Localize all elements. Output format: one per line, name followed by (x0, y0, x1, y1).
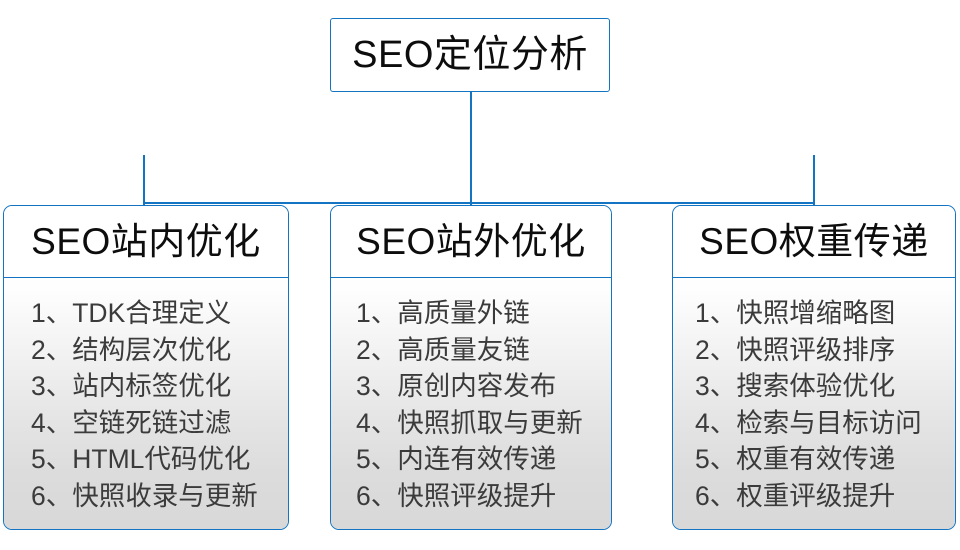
list-item-index: 4、 (695, 407, 737, 438)
list-item: 5、 权重有效传递 (673, 441, 955, 478)
list-item-label: 空链死链过滤 (72, 407, 232, 438)
item-list-seo-onsite: 1、 TDK合理定义 2、 结构层次优化 3、 站内标签优化 4、 空链死链过滤… (4, 295, 288, 514)
list-item-index: 5、 (356, 444, 398, 474)
list-item-label: TDK合理定义 (72, 298, 232, 328)
list-item: 1、 高质量外链 (331, 295, 611, 332)
list-item-index: 6、 (695, 480, 737, 511)
list-item-index: 3、 (356, 371, 398, 401)
list-item-label: 快照评级排序 (736, 334, 896, 365)
branch-title-seo-offsite: SEO站外优化 (356, 221, 586, 262)
list-item-index: 2、 (31, 334, 73, 365)
list-item: 4、 快照抓取与更新 (331, 405, 611, 442)
branch-body-seo-weight: 1、 快照增缩略图 2、 快照评级排序 3、 搜索体验优化 4、 检索与目标访问… (673, 278, 955, 529)
branch-body-seo-offsite: 1、 高质量外链 2、 高质量友链 3、 原创内容发布 4、 快照抓取与更新 5… (331, 278, 611, 529)
list-item: 4、 空链死链过滤 (4, 405, 288, 442)
list-item: 6、 快照评级提升 (331, 478, 611, 515)
list-item-index: 2、 (356, 334, 398, 365)
list-item-index: 4、 (31, 407, 73, 438)
list-item-index: 6、 (31, 480, 73, 511)
list-item: 2、 高质量友链 (331, 332, 611, 369)
list-item-index: 6、 (356, 480, 398, 511)
root-node[interactable]: SEO定位分析 (330, 18, 610, 92)
list-item-index: 5、 (31, 444, 73, 474)
list-item-index: 1、 (31, 298, 73, 328)
item-list-seo-weight: 1、 快照增缩略图 2、 快照评级排序 3、 搜索体验优化 4、 检索与目标访问… (673, 295, 955, 514)
branch-header-seo-onsite: SEO站内优化 (4, 206, 288, 278)
list-item-label: 结构层次优化 (72, 334, 232, 365)
list-item-label: 权重有效传递 (736, 444, 896, 474)
list-item: 5、 HTML代码优化 (4, 441, 288, 478)
branch-title-seo-weight: SEO权重传递 (699, 221, 929, 262)
list-item: 2、 快照评级排序 (673, 332, 955, 369)
branch-node-seo-onsite[interactable]: SEO站内优化 1、 TDK合理定义 2、 结构层次优化 3、 站内标签优化 4… (3, 205, 289, 530)
list-item-label: 快照增缩略图 (736, 298, 896, 328)
list-item-label: 权重评级提升 (736, 480, 896, 511)
branch-title-seo-onsite: SEO站内优化 (31, 221, 261, 262)
list-item-label: 内连有效传递 (397, 444, 557, 474)
item-list-seo-offsite: 1、 高质量外链 2、 高质量友链 3、 原创内容发布 4、 快照抓取与更新 5… (331, 295, 611, 514)
branch-header-seo-weight: SEO权重传递 (673, 206, 955, 278)
list-item: 3、 原创内容发布 (331, 368, 611, 405)
list-item-index: 3、 (31, 371, 73, 401)
branch-node-seo-weight[interactable]: SEO权重传递 1、 快照增缩略图 2、 快照评级排序 3、 搜索体验优化 4、 (672, 205, 956, 530)
list-item: 4、 检索与目标访问 (673, 405, 955, 442)
list-item-index: 2、 (695, 334, 737, 365)
list-item-label: 快照收录与更新 (72, 480, 258, 511)
list-item-index: 1、 (695, 298, 737, 328)
list-item: 2、 结构层次优化 (4, 332, 288, 369)
root-node-title: SEO定位分析 (352, 34, 588, 76)
branch-body-seo-onsite: 1、 TDK合理定义 2、 结构层次优化 3、 站内标签优化 4、 空链死链过滤… (4, 278, 288, 529)
branch-node-seo-offsite[interactable]: SEO站外优化 1、 高质量外链 2、 高质量友链 3、 原创内容发布 4、 快 (330, 205, 612, 530)
list-item: 3、 搜索体验优化 (673, 368, 955, 405)
list-item-label: 原创内容发布 (397, 371, 557, 401)
list-item-index: 4、 (356, 407, 398, 438)
list-item-index: 3、 (695, 371, 737, 401)
list-item-index: 5、 (695, 444, 737, 474)
list-item-label: 站内标签优化 (72, 371, 232, 401)
list-item: 6、 权重评级提升 (673, 478, 955, 515)
branch-header-seo-offsite: SEO站外优化 (331, 206, 611, 278)
list-item: 6、 快照收录与更新 (4, 478, 288, 515)
list-item-label: HTML代码优化 (72, 444, 251, 474)
list-item: 1、 TDK合理定义 (4, 295, 288, 332)
list-item-label: 快照评级提升 (397, 480, 557, 511)
list-item: 1、 快照增缩略图 (673, 295, 955, 332)
list-item: 5、 内连有效传递 (331, 441, 611, 478)
list-item-label: 快照抓取与更新 (397, 407, 583, 438)
list-item-label: 高质量友链 (397, 334, 530, 365)
list-item-index: 1、 (356, 298, 398, 328)
list-item: 3、 站内标签优化 (4, 368, 288, 405)
list-item-label: 检索与目标访问 (736, 407, 922, 438)
list-item-label: 高质量外链 (397, 298, 530, 328)
list-item-label: 搜索体验优化 (736, 371, 896, 401)
